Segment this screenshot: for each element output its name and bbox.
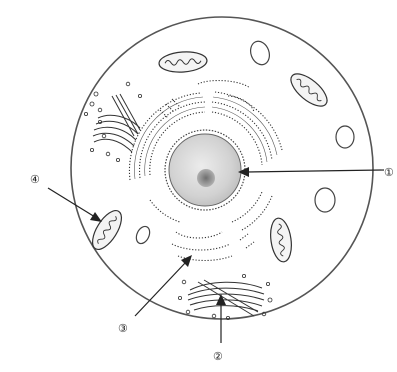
callout-4-label: ④ (30, 173, 40, 186)
nucleolus (197, 169, 215, 187)
callout-1-label: ① (384, 166, 394, 179)
callout-3-label: ③ (118, 322, 128, 335)
callout-2-label: ② (213, 350, 223, 363)
nucleus (165, 130, 245, 210)
